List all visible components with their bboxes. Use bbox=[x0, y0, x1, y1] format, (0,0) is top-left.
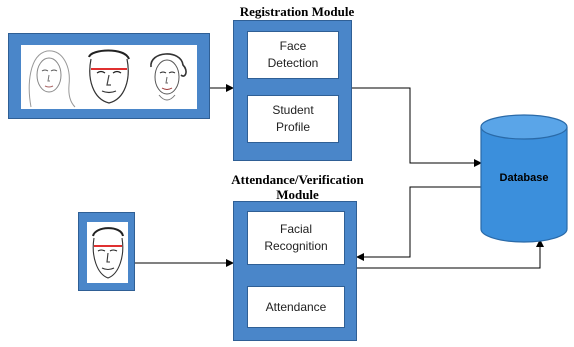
registration-module: Face Detection Student Profile bbox=[233, 20, 352, 161]
facial-recognition-box: Facial Recognition bbox=[247, 211, 345, 265]
arrow-attendance-to-database bbox=[357, 239, 544, 269]
registration-faces-frame bbox=[8, 33, 210, 119]
face-sketch-icon bbox=[87, 222, 128, 283]
attendance-module: Facial Recognition Attendance bbox=[233, 201, 357, 341]
database-cylinder-icon bbox=[480, 114, 568, 243]
three-face-sketches-icon bbox=[21, 45, 197, 109]
student-profile-label: Student Profile bbox=[272, 103, 314, 134]
facial-recognition-label: Facial Recognition bbox=[264, 222, 328, 253]
arrow-database-to-attendance bbox=[356, 186, 481, 261]
attendance-module-title: Attendance/Verification Module bbox=[231, 172, 364, 202]
arrow-registration-to-database bbox=[352, 87, 482, 167]
registration-module-title: Registration Module bbox=[239, 4, 355, 19]
face-detection-label: Face Detection bbox=[267, 39, 319, 70]
student-profile-box: Student Profile bbox=[247, 95, 339, 143]
face-detection-box: Face Detection bbox=[247, 31, 339, 79]
attendance-face-frame bbox=[78, 212, 135, 291]
attendance-box: Attendance bbox=[247, 286, 345, 328]
database-label: Database bbox=[499, 172, 549, 184]
attendance-label: Attendance bbox=[265, 299, 327, 314]
